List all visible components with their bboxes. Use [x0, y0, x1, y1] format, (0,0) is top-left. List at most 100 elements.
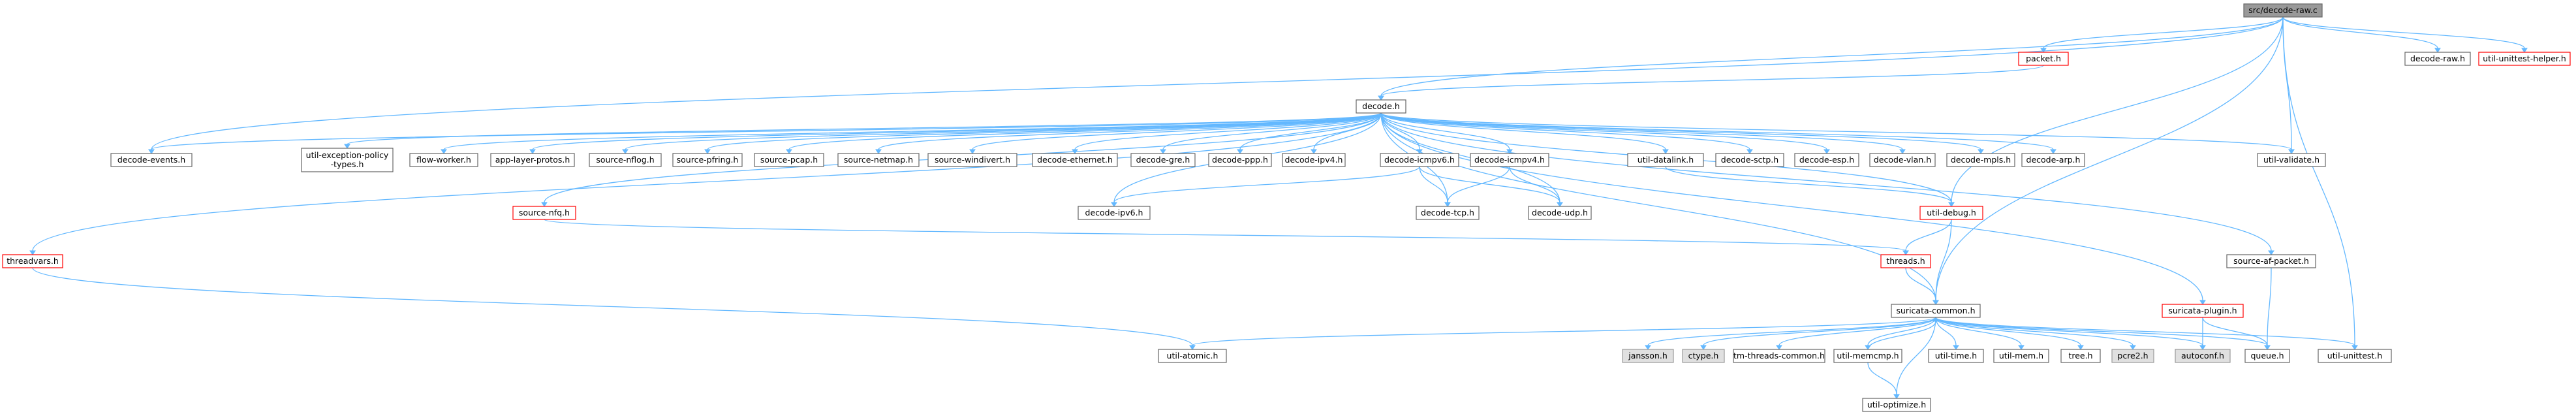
node-label: decode.h: [1362, 101, 1400, 111]
edge-icmpv4-to-udp: [1509, 166, 1563, 207]
edge-memcmp-to-optimize: [1867, 362, 1900, 399]
node-source-pfring-h[interactable]: source-pfring.h: [672, 153, 743, 167]
node-label: app-layer-protos.h: [495, 155, 570, 165]
node-decode-icmpv4-h[interactable]: decode-icmpv4.h: [1470, 153, 1549, 167]
node-decode-ppp-h[interactable]: decode-ppp.h: [1208, 153, 1272, 167]
node-threads-h[interactable]: threads.h: [1880, 254, 1931, 268]
node-label: ctype.h: [1688, 351, 1719, 360]
node-suricata-plugin-h[interactable]: suricata-plugin.h: [2162, 304, 2244, 318]
node-util-memcmp-h[interactable]: util-memcmp.h: [1833, 349, 1902, 363]
node-label: util-time.h: [1935, 351, 1977, 360]
edge-icmpv6-to-tcp: [1419, 166, 1451, 207]
node-source-windivert-h[interactable]: source-windivert.h: [927, 153, 1017, 167]
edge-decode-to-esp: [1380, 112, 1830, 154]
node-label: tree.h: [2068, 351, 2092, 360]
node-label: suricata-common.h: [1897, 306, 1976, 315]
edge-suricata_common-to-pcre2: [1935, 317, 2136, 350]
edge-decode-to-vlan: [1380, 112, 1906, 154]
edge-decode-to-threadvars: [29, 112, 1382, 255]
edge-root-to-dec_events: [148, 16, 2284, 154]
node-label: decode-mpls.h: [1951, 155, 2011, 165]
node-source-nflog-h[interactable]: source-nflog.h: [589, 153, 662, 167]
node-decode-ethernet-h[interactable]: decode-ethernet.h: [1032, 153, 1118, 167]
edge-suricata_common-to-jansson: [1645, 317, 1936, 350]
edges-layer: [29, 16, 2528, 399]
edge-suricata_common-to-autoconf: [1935, 317, 2206, 350]
node-decode-h[interactable]: decode.h: [1356, 99, 1406, 114]
node-decode-arp-h[interactable]: decode-arp.h: [2021, 153, 2085, 167]
node-source-pcap-h[interactable]: source-pcap.h: [754, 153, 824, 167]
node-label: util-validate.h: [2263, 155, 2320, 165]
node-source-nfq-h[interactable]: source-nfq.h: [512, 206, 576, 220]
node-label: decode-icmpv6.h: [1384, 155, 1455, 165]
node-tree-h[interactable]: tree.h: [2060, 349, 2101, 363]
node-label: source-nfq.h: [519, 208, 570, 217]
node-flow-worker-h[interactable]: flow-worker.h: [409, 153, 478, 167]
edge-threadvars-to-atomic: [32, 267, 1196, 350]
node-decode-ipv4-h[interactable]: decode-ipv4.h: [1282, 153, 1346, 167]
node-label: decode-arp.h: [2026, 155, 2081, 165]
edge-icmpv4-to-tcp: [1444, 166, 1510, 207]
edge-decode-to-gre: [1160, 112, 1382, 154]
node-label: util-unittest.h: [2327, 351, 2382, 360]
node-label: decode-udp.h: [1532, 208, 1588, 217]
node-util-atomic-h[interactable]: util-atomic.h: [1158, 349, 1227, 363]
node-util-validate-h[interactable]: util-validate.h: [2257, 153, 2326, 167]
node-decode-mpls-h[interactable]: decode-mpls.h: [1946, 153, 2015, 167]
node-util-mem-h[interactable]: util-mem.h: [1993, 349, 2049, 363]
node-decode-vlan-h[interactable]: decode-vlan.h: [1869, 153, 1936, 167]
node-queue-h[interactable]: queue.h: [2244, 349, 2290, 363]
edge-suricata_common-to-unittest: [1935, 317, 2358, 350]
edge-threads-to-suricata_common: [1905, 267, 1939, 305]
node-util-debug-h[interactable]: util-debug.h: [1919, 206, 1983, 220]
edge-decode-to-netmap: [875, 112, 1382, 154]
node-autoconf-h: autoconf.h: [2175, 349, 2231, 363]
node-suricata-common-h[interactable]: suricata-common.h: [1891, 304, 1981, 318]
node-label: flow-worker.h: [416, 155, 471, 165]
node-label: util-atomic.h: [1167, 351, 1218, 360]
node-label: decode-ipv4.h: [1285, 155, 1343, 165]
node-decode-sctp-h[interactable]: decode-sctp.h: [1715, 153, 1784, 167]
node-source-af-packet-h[interactable]: source-af-packet.h: [2226, 254, 2316, 268]
node-label: jansson.h: [1628, 351, 1668, 360]
node-app-layer-protos-h[interactable]: app-layer-protos.h: [490, 153, 575, 167]
node-label: pcre2.h: [2117, 351, 2148, 360]
edge-root-to-unittest: [2282, 16, 2358, 350]
node-decode-events-h[interactable]: decode-events.h: [110, 153, 193, 167]
node-source-netmap-h[interactable]: source-netmap.h: [837, 153, 920, 167]
edge-icmpv6-to-ipv6: [1111, 166, 1420, 207]
node-decode-esp-h[interactable]: decode-esp.h: [1794, 153, 1859, 167]
node-util-exception-policy-types-h[interactable]: util-exception-policy-types.h: [301, 148, 394, 172]
edge-decode-to-arp: [1380, 112, 2056, 154]
node-util-time-h[interactable]: util-time.h: [1928, 349, 1984, 363]
edge-decode-to-afpacket: [1380, 112, 2274, 255]
node-label: packet.h: [2026, 54, 2061, 63]
node-util-unittest-h[interactable]: util-unittest.h: [2318, 349, 2392, 363]
node-decode-tcp-h[interactable]: decode-tcp.h: [1416, 206, 1480, 220]
node-label: src/decode-raw.c: [2248, 5, 2318, 15]
edge-decode-to-sctp: [1380, 112, 1753, 154]
node-tm-threads-common-h[interactable]: tm-threads-common.h: [1733, 349, 1825, 363]
edge-suricata_common-to-mem: [1935, 317, 2025, 350]
node-decode-gre-h[interactable]: decode-gre.h: [1130, 153, 1196, 167]
node-decode-icmpv6-h[interactable]: decode-icmpv6.h: [1380, 153, 1459, 167]
node-src-decode-raw-c[interactable]: src/decode-raw.c: [2243, 3, 2323, 18]
node-label: decode-gre.h: [1136, 155, 1190, 165]
node-decode-raw-h[interactable]: decode-raw.h: [2404, 52, 2471, 66]
node-decode-udp-h[interactable]: decode-udp.h: [1528, 206, 1592, 220]
node-label: util-unittest-helper.h: [2483, 54, 2566, 63]
node-label: decode-events.h: [117, 155, 185, 165]
node-util-unittest-helper-h[interactable]: util-unittest-helper.h: [2478, 52, 2571, 66]
node-label: source-windivert.h: [935, 155, 1010, 165]
edge-root-to-decraw: [2282, 16, 2441, 53]
node-decode-ipv6-h[interactable]: decode-ipv6.h: [1078, 206, 1151, 220]
node-threadvars-h[interactable]: threadvars.h: [2, 254, 63, 268]
node-util-optimize-h[interactable]: util-optimize.h: [1862, 398, 1931, 412]
node-packet-h[interactable]: packet.h: [2018, 52, 2069, 66]
node-label: tm-threads-common.h: [1733, 351, 1825, 360]
node-label: threadvars.h: [7, 256, 59, 266]
edge-suricata_common-to-ctype: [1700, 317, 1936, 350]
node-util-datalink-h[interactable]: util-datalink.h: [1627, 153, 1704, 167]
node-label: util-exception-policy-types.h: [306, 150, 389, 169]
